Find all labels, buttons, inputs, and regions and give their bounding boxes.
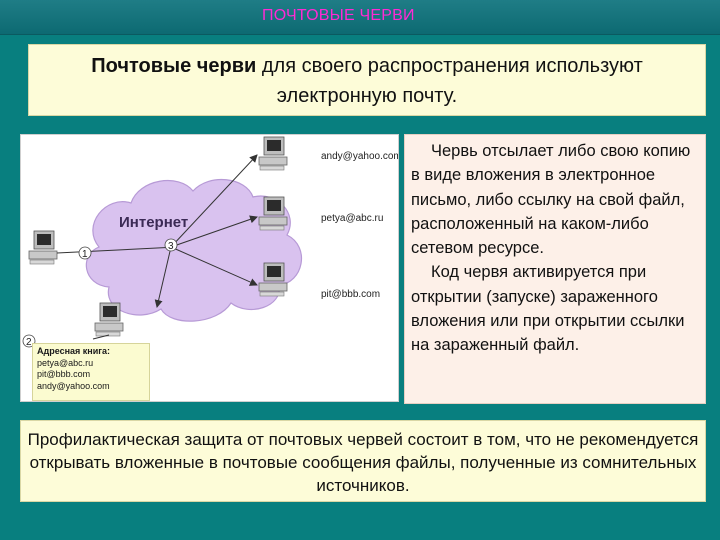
recipient-computer-icon <box>258 136 288 171</box>
mail-arrow <box>170 154 258 248</box>
address-book-entry: pit@bbb.com <box>37 369 91 379</box>
email-label: andy@yahoo.com <box>321 151 398 162</box>
diagram-canvas: Интернет 1 2 3 andy@yahoo.com petya@abc.… <box>22 136 398 348</box>
intro-bold-term: Почтовые черви <box>91 55 257 77</box>
email-label: petya@abc.ru <box>321 213 383 224</box>
mail-arrow <box>170 246 258 286</box>
email-label: pit@bbb.com <box>321 289 380 300</box>
step-number: 1 <box>82 249 88 260</box>
address-book-entry: petya@abc.ru <box>37 357 94 368</box>
source-computer-icon <box>94 302 124 337</box>
worm-diagram: Интернет 1 2 3 andy@yahoo.com petya@abc.… <box>20 134 399 402</box>
mail-arrow <box>154 246 172 308</box>
address-book-card: Адресная книга: petya@abc.ru pit@bbb.com… <box>32 343 150 401</box>
address-book-entry: andy@yahoo.com <box>37 380 110 391</box>
left-computer-icon <box>28 230 58 265</box>
prevention-text: Профилактическая защита от почтовых черв… <box>27 430 699 495</box>
mail-arrow <box>170 215 258 248</box>
cloud-label: Интернет <box>119 214 188 231</box>
step-number: 3 <box>168 241 174 252</box>
description-paragraph: Червь отсылает либо свою копию в виде вл… <box>411 142 691 258</box>
intro-box: Почтовые черви для своего распространени… <box>28 44 706 116</box>
step-number: 2 <box>26 337 32 348</box>
prevention-box: Профилактическая защита от почтовых черв… <box>20 420 706 502</box>
description-paragraph: Код червя активируется при открытии (зап… <box>411 263 685 355</box>
slide-title: ПОЧТОВЫЕ ЧЕРВИ <box>262 7 415 24</box>
address-book-title: Адресная книга: <box>37 346 111 356</box>
internet-cloud <box>85 178 303 322</box>
link-line <box>56 246 178 254</box>
step-marker-3 <box>164 238 178 252</box>
intro-text: для своего распространения используют эл… <box>256 55 643 107</box>
description-box: Червь отсылает либо свою копию в виде вл… <box>404 134 706 404</box>
title-bar: ПОЧТОВЫЕ ЧЕРВИ <box>0 0 720 35</box>
link-line <box>92 334 110 340</box>
step-marker-1 <box>78 246 92 260</box>
